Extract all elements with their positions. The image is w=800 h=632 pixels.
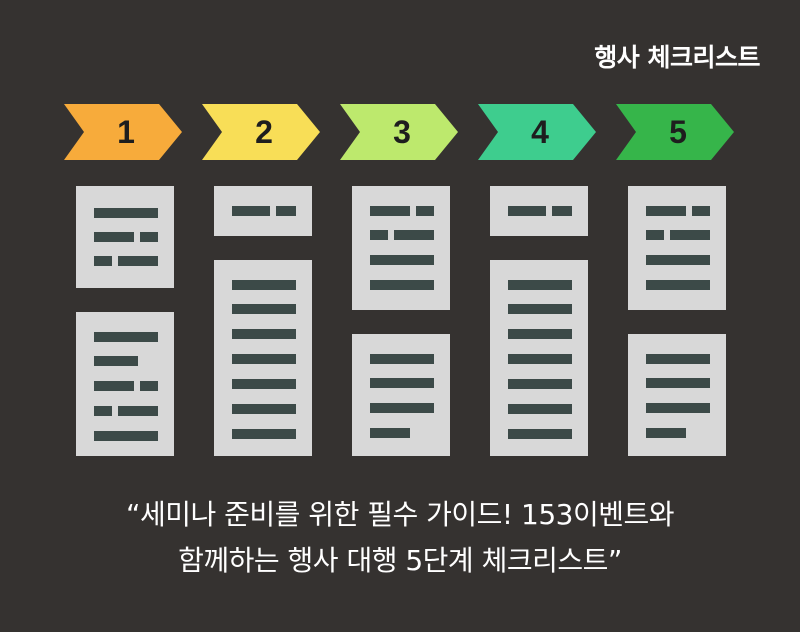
caption-line-2: 함께하는 행사 대행 5단계 체크리스트” [178,544,622,577]
step-3-document-bottom [352,334,450,456]
step-2-document-bottom [214,260,312,456]
step-3-arrow: 3 [340,104,458,160]
caption-line-1: “세미나 준비를 위한 필수 가이드! 153이벤트와 [125,498,675,531]
step-3-document-top [352,186,450,310]
step-1-arrow: 1 [64,104,182,160]
step-1-document-bottom [76,312,174,456]
step-1-number: 1 [117,114,135,150]
header-title: 행사 체크리스트 [594,43,760,72]
step-4-arrow: 4 [478,104,596,160]
step-5-arrow: 5 [616,104,734,160]
step-4-document-bottom [490,260,588,456]
step-3: 3 [340,104,458,456]
step-5-number: 5 [669,114,687,150]
step-4-arrow-shape [478,104,596,160]
step-5-document-top [628,186,726,310]
step-2-number: 2 [255,114,273,150]
step-1-arrow-shape [64,104,182,160]
step-2-document-top [214,186,312,236]
step-2-arrow-shape [202,104,320,160]
step-2-arrow: 2 [202,104,320,160]
step-5: 5 [616,104,734,456]
step-4: 4 [478,104,596,456]
step-4-number: 4 [531,114,549,150]
step-4-document-top [490,186,588,236]
step-2: 2 [202,104,320,456]
step-5-document-bottom [628,334,726,456]
step-3-arrow-shape [340,104,458,160]
step-1-document-top [76,186,174,288]
step-1: 1 [64,104,182,456]
step-5-arrow-shape [616,104,734,160]
caption: “세미나 준비를 위한 필수 가이드! 153이벤트와 함께하는 행사 대행 5… [0,492,800,584]
step-3-number: 3 [393,114,411,150]
